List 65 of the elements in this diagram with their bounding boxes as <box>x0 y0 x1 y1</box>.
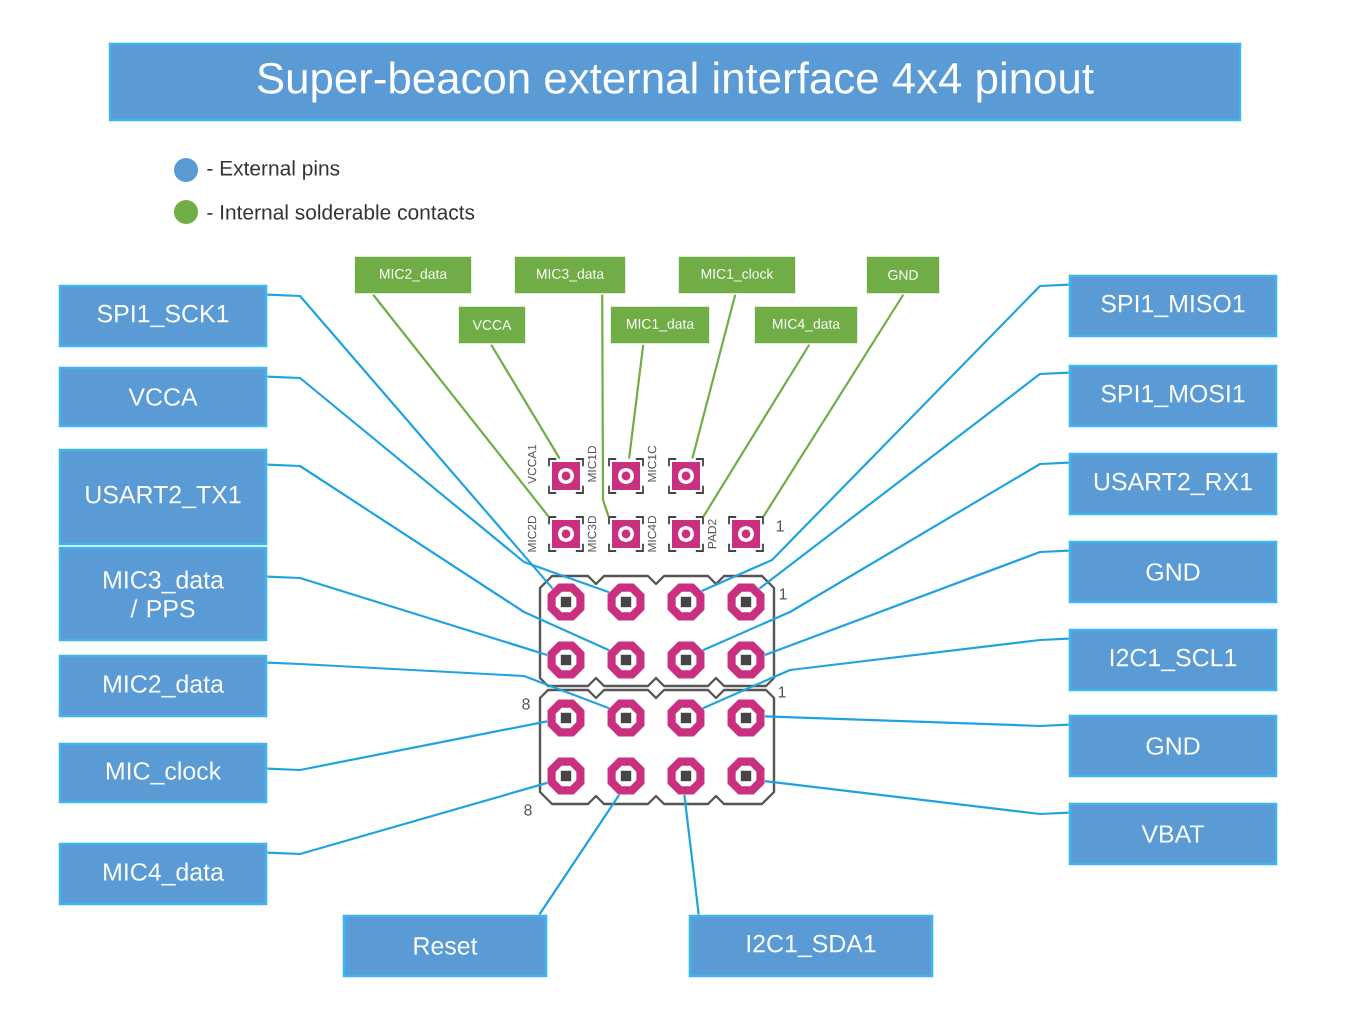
leader-line <box>267 720 548 772</box>
contact-pad <box>668 458 704 494</box>
contact-pad <box>548 516 584 552</box>
title-banner: Super-beacon external interface 4x4 pinout <box>108 42 1242 122</box>
label-box: GND <box>1068 540 1278 604</box>
label-box: I2C1_SCL1 <box>1068 628 1278 692</box>
contact-pad <box>608 516 644 552</box>
legend-text: - External pins <box>207 160 340 180</box>
pin-pad <box>667 757 705 795</box>
leader-line <box>702 344 811 518</box>
contact-pad <box>548 458 584 494</box>
pin-pad <box>667 641 705 679</box>
pin-pad <box>547 757 585 795</box>
leader-line <box>683 794 700 915</box>
leader-line <box>764 549 1069 656</box>
label-box: SPI1_MOSI1 <box>1068 364 1278 428</box>
legend-text: - Internal solderable contacts <box>207 204 475 220</box>
pin-pad <box>607 757 645 795</box>
leader-line <box>762 294 905 518</box>
label-box: SPI1_SCK1 <box>58 284 268 348</box>
pin-pad <box>547 583 585 621</box>
leader-line <box>702 461 1069 652</box>
pin-pad <box>727 583 765 621</box>
label-box: MIC2_data <box>58 654 268 718</box>
contact-pad <box>668 516 704 552</box>
leader-line <box>267 575 548 656</box>
contact-pad <box>728 516 764 552</box>
label-box: SPI1_MISO1 <box>1068 274 1278 338</box>
label-box: VCCA <box>58 366 268 428</box>
leader-line <box>628 344 645 459</box>
label-box: VBAT <box>1068 802 1278 866</box>
label-box: MIC4_data <box>58 842 268 906</box>
pin-pad <box>667 583 705 621</box>
leader-line <box>758 371 1069 590</box>
label-box: MIC3_data / PPS <box>58 546 268 642</box>
pin-pad <box>607 699 645 737</box>
pin-pad <box>607 583 645 621</box>
leader-line <box>764 779 1069 816</box>
leader-line <box>702 637 1069 710</box>
label-box: USART2_TX1 <box>58 448 268 546</box>
leader-line <box>267 375 610 594</box>
pin-pad <box>727 757 765 795</box>
label-box: I2C1_SDA1 <box>688 914 934 978</box>
label-box: MIC_clock <box>58 742 268 804</box>
leader-line <box>267 781 548 856</box>
pin-pad <box>547 699 585 737</box>
leader-line <box>701 283 1069 592</box>
leader-line <box>764 715 1069 728</box>
pin-pad <box>667 699 705 737</box>
contact-pad <box>608 458 644 494</box>
leader-line <box>267 293 554 590</box>
leader-line <box>601 294 610 517</box>
label-box: Reset <box>342 914 548 978</box>
pin-pad <box>607 641 645 679</box>
leader-line <box>538 794 621 916</box>
pin-pad <box>727 641 765 679</box>
pin-pad <box>727 699 765 737</box>
label-box: GND <box>1068 714 1278 778</box>
label-box: USART2_RX1 <box>1068 452 1278 516</box>
leader-line <box>267 463 610 652</box>
pin-pad <box>547 641 585 679</box>
leader-line <box>372 294 550 518</box>
leader-line <box>691 294 737 459</box>
leader-line <box>267 661 610 710</box>
leader-line <box>490 344 561 460</box>
